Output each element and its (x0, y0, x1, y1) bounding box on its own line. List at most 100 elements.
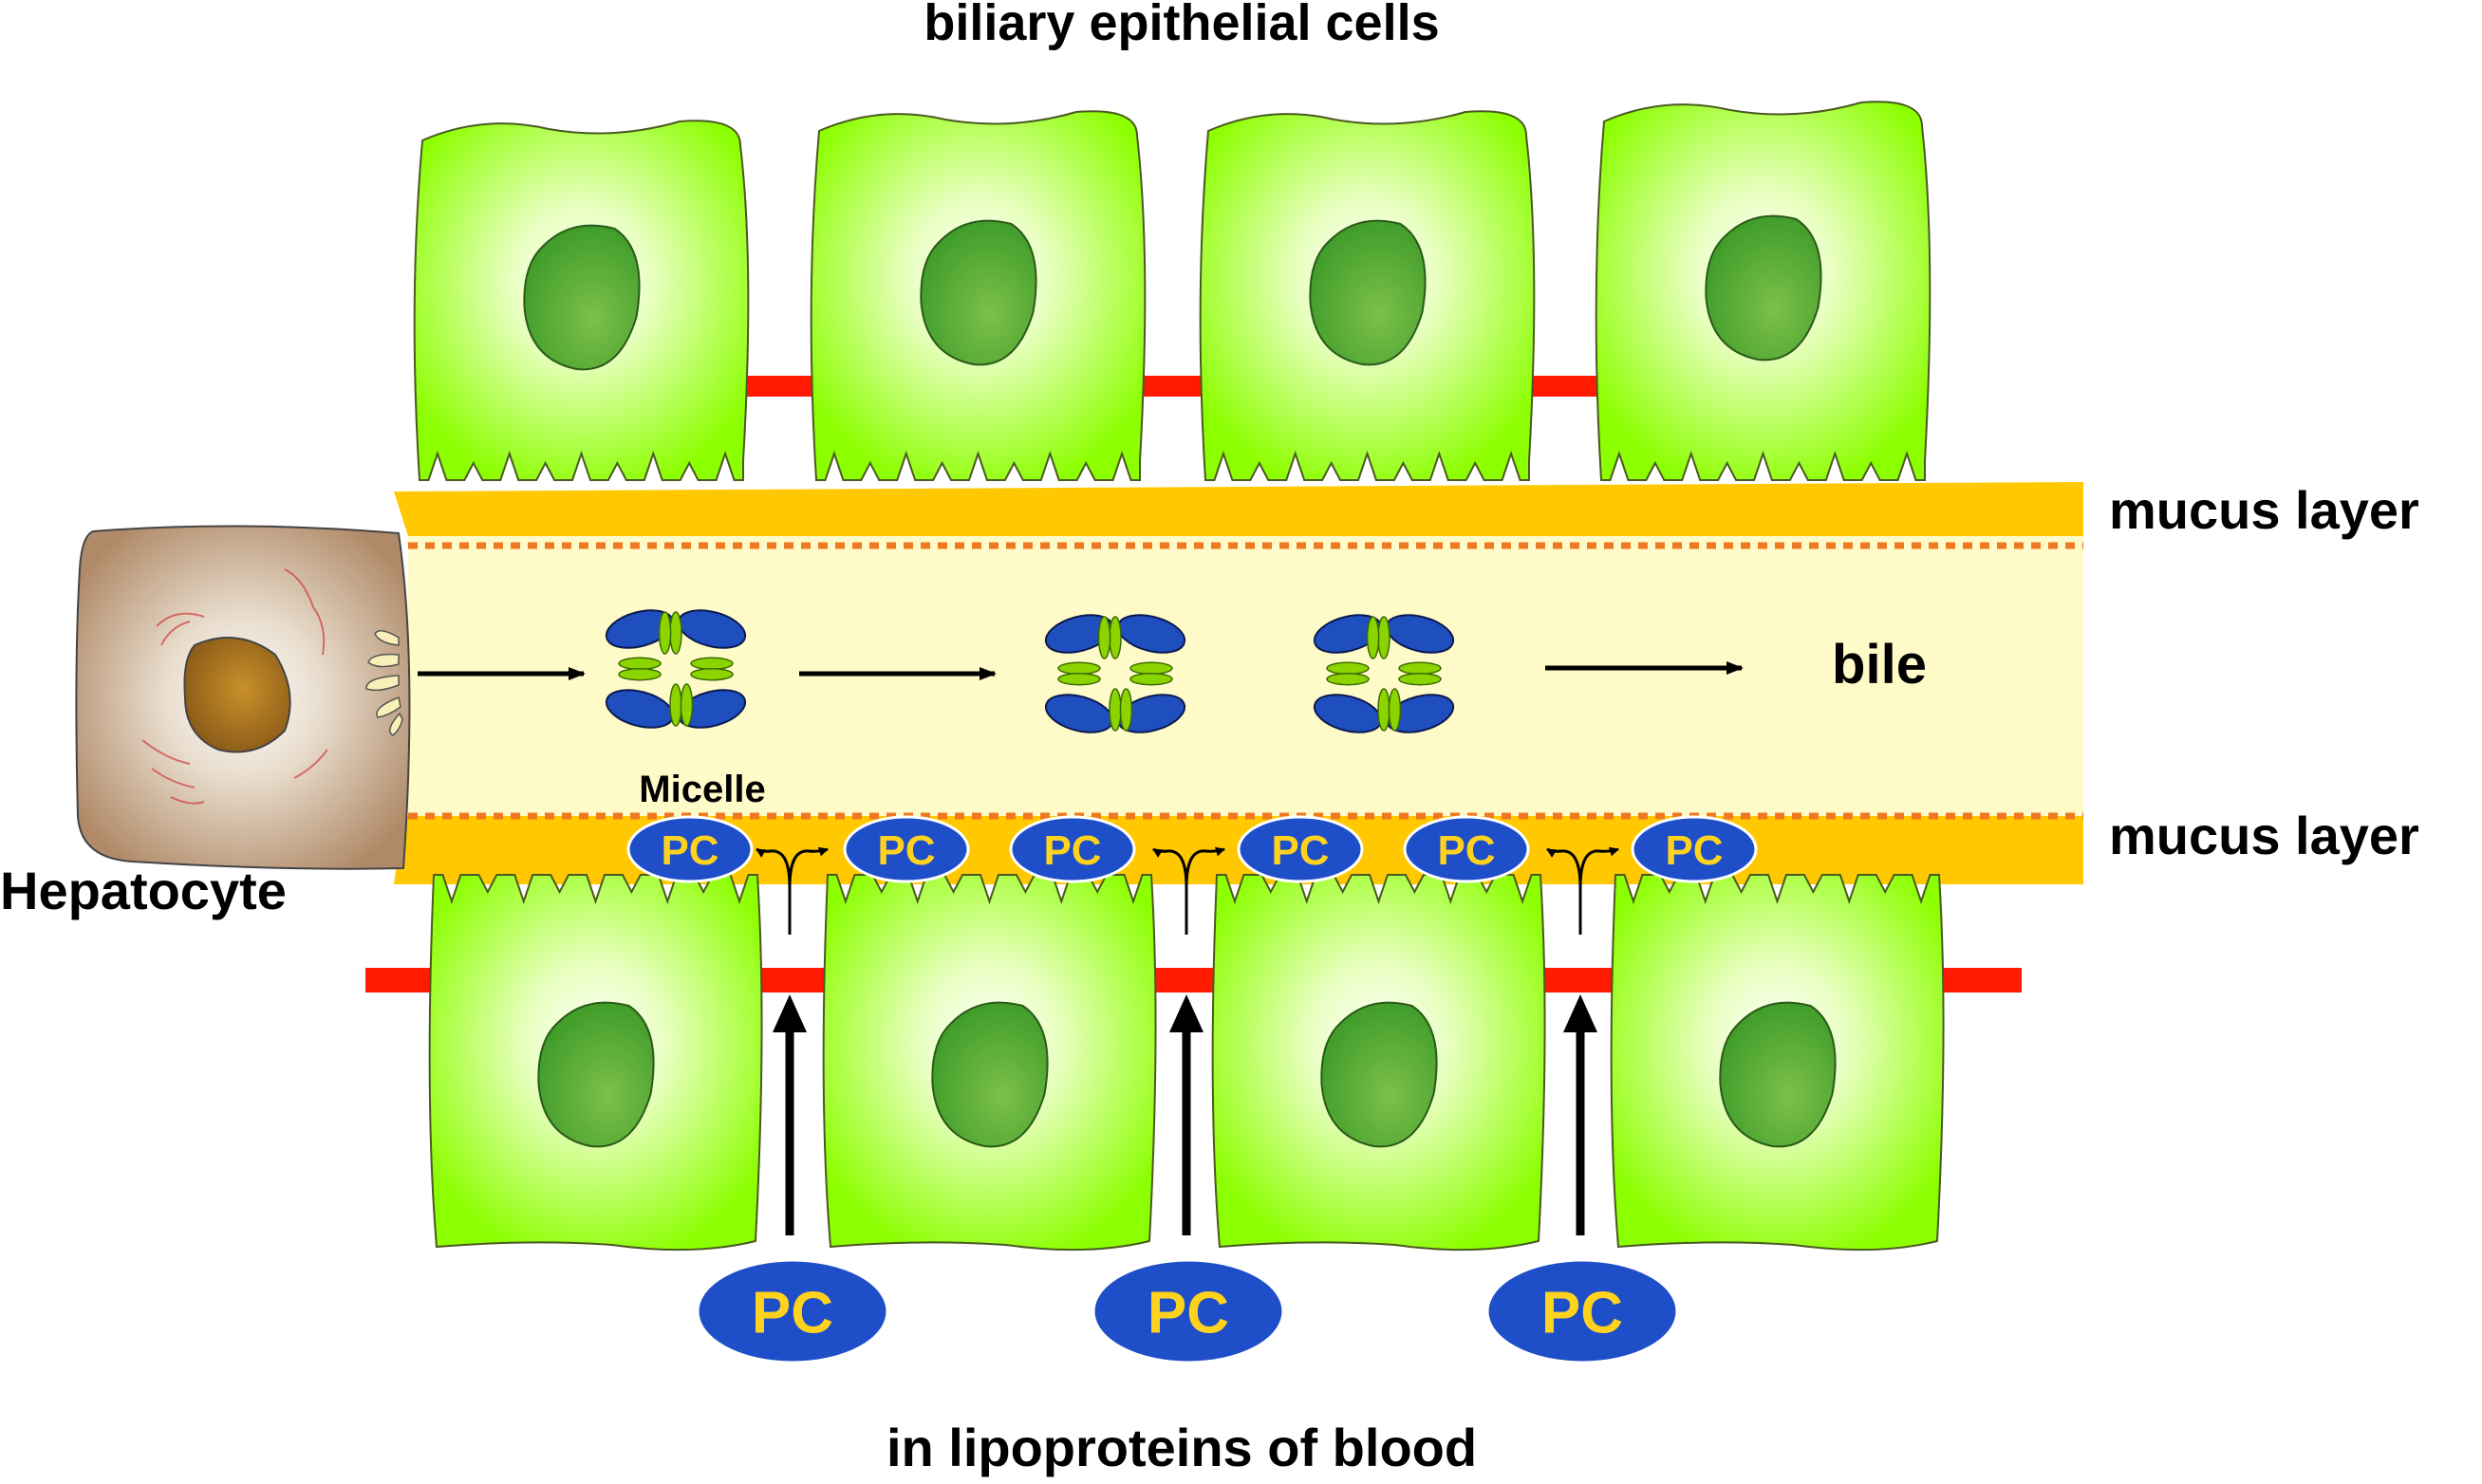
pc-molecule: PC (1403, 815, 1530, 883)
micelle-bile-acid (1129, 672, 1173, 686)
pc-ellipse (1237, 815, 1364, 883)
pc-molecule: PC (1009, 815, 1136, 883)
bottom-cell (1211, 874, 1546, 1252)
pc-ellipse (696, 1258, 889, 1364)
bottom-cell (1610, 874, 1945, 1252)
pc-label: PC (1541, 1280, 1623, 1345)
pc-molecule: PC (843, 815, 970, 883)
micelle-bile-acid (1326, 661, 1370, 676)
hepatocyte-microvilli (365, 630, 403, 736)
pc-in-mucus: PC PC PC PC PC PC (626, 815, 1758, 883)
micelle-bile-acid (1326, 672, 1370, 686)
pc-molecule: PC (1237, 815, 1364, 883)
mucus-layer-top (394, 482, 2083, 536)
micelle-bile-acid (1398, 672, 1442, 686)
micelle-bile-acid (690, 667, 734, 681)
pc-ellipse (843, 815, 970, 883)
pc-ellipse (1631, 815, 1758, 883)
bile-label: bile (1832, 634, 1927, 696)
mucus-layer-label-top: mucus layer (2109, 480, 2419, 540)
micelle-bile-acid (1129, 661, 1173, 676)
pc-molecule: PC (1485, 1258, 1679, 1364)
cell-nucleus (1719, 1001, 1837, 1148)
pc-ellipse (1092, 1258, 1285, 1364)
micelle (605, 609, 747, 729)
pc-label: PC (1665, 827, 1723, 874)
micelle-bile-acid (1057, 661, 1101, 676)
micelle-bile-acid (1109, 616, 1122, 659)
pc-label: PC (877, 827, 935, 874)
micelle-bile-acid (1119, 688, 1133, 732)
pc-ellipse (1009, 815, 1136, 883)
cell-nucleus (1705, 214, 1822, 362)
micelle (1313, 614, 1455, 733)
top-cell (1595, 101, 1931, 481)
pc-label: PC (1437, 827, 1495, 874)
micelle-bile-acid (1377, 688, 1390, 732)
bile-flow-arrows (418, 661, 1744, 680)
top-cell (413, 120, 750, 481)
pc-ellipse (1403, 815, 1530, 883)
pc-label: PC (1271, 827, 1329, 874)
mucus-layer-label-bottom: mucus layer (2109, 806, 2419, 865)
micelle-label: Micelle (639, 769, 765, 810)
bile-lumen (394, 482, 2083, 884)
pc-secretion-arrow-left (1546, 847, 1582, 888)
micelle-bile-acid (669, 611, 682, 655)
micelles (605, 609, 1455, 733)
cell-nucleus (1320, 1001, 1438, 1148)
pc-transport (756, 846, 829, 1235)
pc-transport (1152, 846, 1225, 1235)
pc-secretion-arrow-left (1152, 847, 1188, 888)
micelle-bile-acid (1057, 672, 1101, 686)
micelle-bile-acid (618, 657, 662, 671)
micelle-bile-acid (680, 683, 694, 727)
cell-nucleus (523, 224, 641, 371)
cell-nucleus (931, 1001, 1049, 1148)
top-cell (1199, 110, 1536, 481)
pc-label: PC (1148, 1280, 1229, 1345)
micelle-bile-acid (1109, 688, 1122, 732)
pc-in-blood: PC PC PC (696, 1258, 1679, 1364)
micelle-bile-acid (1388, 688, 1402, 732)
pc-molecule: PC (1631, 815, 1758, 883)
bile-fluid (408, 536, 2083, 816)
pc-ellipse (626, 815, 754, 883)
pc-secretion-arrow-left (756, 847, 792, 888)
hepatocyte-filaments (141, 568, 328, 805)
top-epithelial-cells (413, 101, 1931, 481)
pc-molecule: PC (1092, 1258, 1285, 1364)
bottom-epithelial-cells (428, 874, 1945, 1252)
bottom-cell (822, 874, 1157, 1252)
bottom-title: in lipoproteins of blood (886, 1418, 1477, 1477)
pc-secretion-arrow-right (788, 846, 829, 888)
micelle-bile-acid (1366, 616, 1380, 659)
top-cell (810, 110, 1147, 481)
hepatocyte-nucleus (183, 637, 291, 753)
micelle-bile-acid (1097, 616, 1111, 659)
hepatocyte (75, 525, 411, 870)
micelle-bile-acid (690, 657, 734, 671)
pc-ellipse (1485, 1258, 1679, 1364)
micelle (1044, 614, 1186, 733)
hepatocyte-label: Hepatocyte (0, 861, 287, 920)
cell-nucleus (537, 1001, 655, 1148)
micelle-bile-acid (658, 611, 672, 655)
micelle-bile-acid (1377, 616, 1390, 659)
pc-label: PC (1043, 827, 1101, 874)
pc-label: PC (661, 827, 718, 874)
pc-label: PC (752, 1280, 833, 1345)
bottom-cell (428, 874, 763, 1252)
pc-transport-arrows (756, 846, 1619, 1235)
micelle-bile-acid (618, 667, 662, 681)
cell-nucleus (1309, 219, 1427, 366)
pc-molecule: PC (696, 1258, 889, 1364)
micelle-bile-acid (669, 683, 682, 727)
top-title: biliary epithelial cells (924, 0, 1439, 51)
pc-secretion-arrow-right (1185, 846, 1225, 888)
pc-molecule: PC (626, 815, 754, 883)
pc-secretion-arrow-right (1578, 846, 1619, 888)
micelle-bile-acid (1398, 661, 1442, 676)
pc-transport (1546, 846, 1619, 1235)
